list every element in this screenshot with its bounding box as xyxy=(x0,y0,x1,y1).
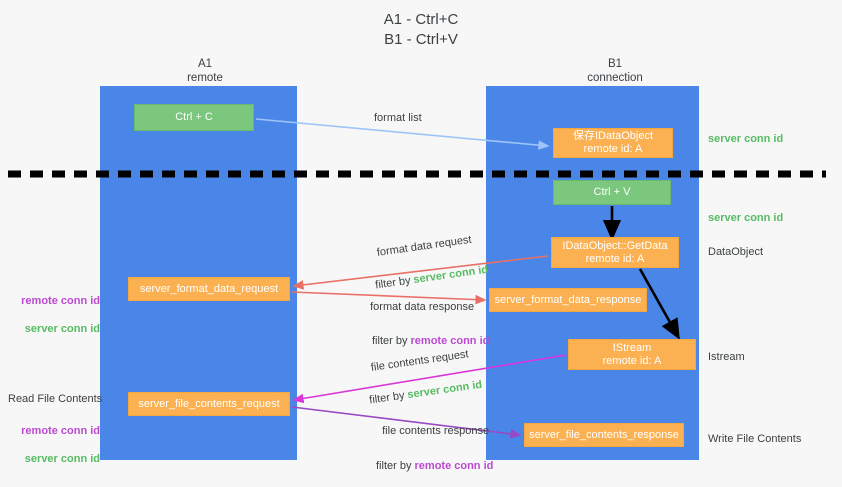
annotation-dataobject: DataObject xyxy=(708,246,764,258)
edge-label-file-contents-response: file contents response filter by remote … xyxy=(376,410,493,487)
arrow-file-contents-response xyxy=(291,406,522,439)
annotation-write-file-contents: Write File Contents xyxy=(708,433,802,445)
edge-label-file-contents-request-text: file contents request xyxy=(370,348,470,374)
node-istream[interactable]: IStream remote id: A xyxy=(568,339,696,370)
edge-label-format-data-response-filter: filter by remote conn id xyxy=(372,335,490,347)
node-server-format-data-response[interactable]: server_format_data_response xyxy=(489,288,647,312)
arrow-getdata-to-istream xyxy=(638,268,680,340)
annotation-conn-ids-lower: remote conn id server conn id xyxy=(8,410,100,466)
filter-value-remote-conn-id: remote conn id xyxy=(410,335,490,347)
node-ctrl-c[interactable]: Ctrl + C xyxy=(134,104,254,131)
edge-label-file-contents-response-filter: filter by remote conn id xyxy=(376,460,494,472)
arrow-format-list xyxy=(255,118,550,150)
annotation-istream: Istream xyxy=(708,351,745,363)
annotation-conn-ids-upper: remote conn id server conn id xyxy=(8,280,100,336)
edge-label-file-contents-request-filter: filter by server conn id xyxy=(368,378,483,407)
annotation-remote-conn-id-a: remote conn id xyxy=(21,295,100,307)
edge-label-file-contents-request: file contents request filter by server c… xyxy=(362,332,485,421)
edge-label-format-data-request-text: format data request xyxy=(376,233,473,259)
node-ctrl-v[interactable]: Ctrl + V xyxy=(553,180,671,205)
annotation-read-file-contents: Read File Contents xyxy=(8,393,103,405)
edge-label-format-data-response: format data response filter by remote co… xyxy=(364,286,489,362)
column-header-a1: A1 remote xyxy=(187,58,223,84)
edge-label-file-contents-response-text: file contents response xyxy=(382,425,490,437)
annotation-server-conn-id-top: server conn id xyxy=(708,133,784,145)
annotation-server-conn-id-mid: server conn id xyxy=(708,212,784,224)
filter-value-server-conn-id: server conn id xyxy=(412,263,489,287)
filter-value-server-conn-id-2: server conn id xyxy=(406,378,483,402)
column-header-b1: B1 connection xyxy=(587,58,643,84)
annotation-remote-conn-id-b: remote conn id xyxy=(21,425,100,437)
arrow-file-contents-request xyxy=(292,354,567,404)
node-save-idataobject[interactable]: 保存IDataObject remote id: A xyxy=(553,128,673,158)
annotation-server-conn-id-b: server conn id xyxy=(24,453,100,465)
edge-label-format-list: format list xyxy=(374,112,422,124)
node-server-format-data-request[interactable]: server_format_data_request xyxy=(128,277,290,301)
arrow-format-data-request xyxy=(292,255,549,290)
page-title: A1 - Ctrl+C B1 - Ctrl+V xyxy=(383,11,459,48)
node-idataobject-getdata[interactable]: IDataObject::GetData remote id: A xyxy=(551,237,679,268)
filter-value-remote-conn-id-2: remote conn id xyxy=(414,460,494,472)
annotation-server-conn-id-a: server conn id xyxy=(24,323,100,335)
node-server-file-contents-response[interactable]: server_file_contents_response xyxy=(524,423,684,447)
arrow-format-data-response xyxy=(291,291,487,305)
node-server-file-contents-request[interactable]: server_file_contents_request xyxy=(128,392,290,416)
edge-label-format-data-response-text: format data response xyxy=(370,301,475,313)
